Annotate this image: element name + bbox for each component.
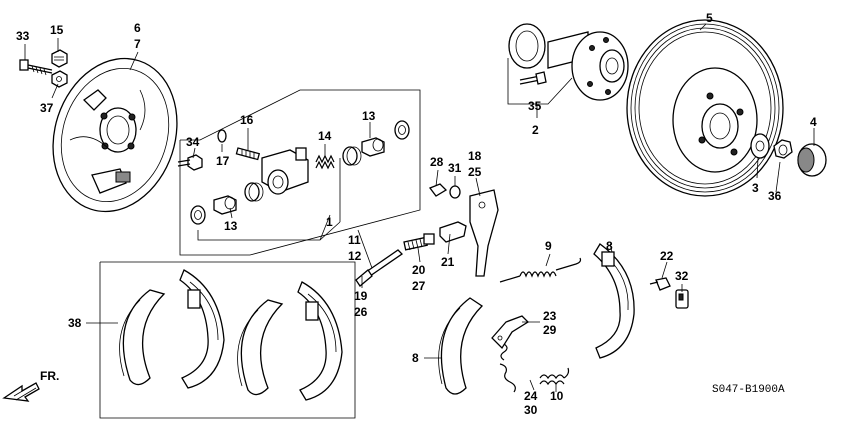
washer-31 xyxy=(449,185,461,199)
boot-left xyxy=(190,205,206,225)
label-18: 18 xyxy=(468,149,482,163)
label-3: 3 xyxy=(752,181,759,195)
label-15: 15 xyxy=(50,23,64,37)
label-12: 12 xyxy=(348,249,362,263)
label-20: 20 xyxy=(412,263,426,277)
label-23: 23 xyxy=(543,309,557,323)
parking-lever-18 xyxy=(469,189,499,277)
shoe-set-frame xyxy=(99,261,356,419)
brake-shoe-8-lower xyxy=(438,297,484,395)
adjuster-nut-21 xyxy=(439,221,467,243)
hub-frame xyxy=(507,58,573,105)
spring-24 xyxy=(499,343,516,393)
adjuster-rod-11 xyxy=(355,249,404,287)
bleeder-cap-17 xyxy=(217,129,227,143)
label-2: 2 xyxy=(532,123,539,137)
label-31: 31 xyxy=(448,161,462,175)
label-16: 16 xyxy=(240,113,254,127)
hub-cap-4 xyxy=(797,143,827,177)
nut-15 xyxy=(51,49,68,68)
label-19: 19 xyxy=(354,289,368,303)
wheel-cylinder xyxy=(261,147,309,195)
backing-plate xyxy=(52,57,178,213)
front-direction-arrow-icon xyxy=(2,382,40,402)
adjuster-bolt-20 xyxy=(403,233,435,251)
bolt-34 xyxy=(177,154,203,171)
bleeder-screw-16 xyxy=(235,147,261,161)
bolt-33 xyxy=(19,59,53,76)
label-29: 29 xyxy=(543,323,557,337)
label-27: 27 xyxy=(412,279,426,293)
label-36: 36 xyxy=(768,189,782,203)
diagram-code: S047-B1900A xyxy=(712,384,785,396)
label-17: 17 xyxy=(216,154,230,168)
label-25: 25 xyxy=(468,165,482,179)
boot-right xyxy=(394,120,410,140)
label-30: 30 xyxy=(524,403,538,417)
label-37: 37 xyxy=(40,101,54,115)
label-1: 1 xyxy=(326,215,333,229)
label-5: 5 xyxy=(706,11,713,25)
label-14: 14 xyxy=(318,129,332,143)
label-8-lower: 8 xyxy=(412,351,419,365)
label-34: 34 xyxy=(186,135,200,149)
piston-right-13 xyxy=(361,137,385,157)
label-13-lower: 13 xyxy=(224,219,238,233)
label-26: 26 xyxy=(354,305,368,319)
clip-28 xyxy=(428,183,448,197)
label-6: 6 xyxy=(134,21,141,35)
strut-23 xyxy=(491,315,530,350)
label-10: 10 xyxy=(550,389,564,403)
pin-22 xyxy=(649,277,671,291)
label-11: 11 xyxy=(348,233,361,247)
label-7: 7 xyxy=(134,37,141,51)
label-35: 35 xyxy=(528,99,542,113)
label-33: 33 xyxy=(16,29,30,43)
piston-left-13 xyxy=(213,195,237,215)
label-8-upper: 8 xyxy=(606,239,613,253)
hub-2 xyxy=(547,31,629,101)
spring-32 xyxy=(675,289,689,309)
return-spring-9 xyxy=(499,257,582,283)
oil-seal xyxy=(508,23,546,69)
washer-37 xyxy=(51,70,68,88)
front-direction-label: FR. xyxy=(40,369,59,383)
label-28: 28 xyxy=(430,155,444,169)
leader-lines xyxy=(24,23,815,392)
cup-left xyxy=(244,182,264,202)
spindle-nut-36 xyxy=(773,139,793,159)
label-22: 22 xyxy=(660,249,674,263)
label-9: 9 xyxy=(545,239,552,253)
label-24: 24 xyxy=(524,389,538,403)
label-32: 32 xyxy=(675,269,689,283)
cup-right xyxy=(342,146,362,166)
wheel-cylinder-frame xyxy=(179,89,421,256)
label-38: 38 xyxy=(68,316,82,330)
spring-14 xyxy=(315,154,335,170)
brake-shoe-8-upper xyxy=(593,243,635,359)
label-21: 21 xyxy=(441,255,455,269)
label-13-upper: 13 xyxy=(362,109,376,123)
label-4: 4 xyxy=(810,115,817,129)
hub-bolt-35 xyxy=(519,71,547,85)
spring-10 xyxy=(539,367,570,386)
shoe-set-38 xyxy=(119,269,343,401)
washer-3 xyxy=(750,133,770,159)
brake-drum-5 xyxy=(626,19,784,197)
